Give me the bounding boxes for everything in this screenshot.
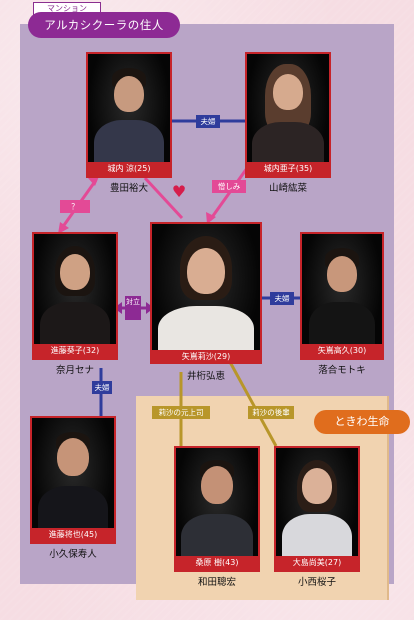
rel-label-husband-wife-1: 夫婦 — [196, 115, 220, 128]
heart-icon: ♥ — [171, 182, 187, 201]
actor-kyoko: 奈月セナ — [55, 365, 94, 376]
photo-risa — [150, 222, 262, 364]
character-kyoko[interactable]: 進藤葵子(32) 奈月セナ — [32, 232, 118, 378]
rel-label-junior: 莉沙の後輩 — [248, 406, 294, 419]
photo-kuwahara — [174, 446, 260, 572]
character-ryota[interactable]: 城内 涼(25) 豊田裕大 — [86, 52, 172, 196]
actor-ryota: 豊田裕大 — [109, 183, 148, 194]
arrowhead-akiko-risa — [206, 212, 216, 224]
photo-ryota — [86, 52, 172, 178]
role-oshima: 大島尚美(27) — [274, 556, 360, 570]
role-takahisa: 矢嶌高久(30) — [300, 344, 384, 358]
actor-kuwahara: 和田聰宏 — [197, 577, 236, 588]
character-risa[interactable]: 矢嶌莉沙(29) 井桁弘恵 — [150, 222, 262, 382]
role-kuwahara: 桑原 樹(43) — [174, 556, 260, 570]
rel-label-husband-wife-2: 夫婦 — [270, 292, 294, 305]
character-akiko[interactable]: 城内亜子(35) 山崎紘菜 — [245, 52, 331, 196]
role-shindo: 進藤将也(45) — [30, 528, 116, 542]
photo-akiko — [245, 52, 331, 178]
character-takahisa[interactable]: 矢嶌高久(30) 落合モトキ — [300, 232, 384, 378]
character-shindo[interactable]: 進藤将也(45) 小久保寿人 — [30, 416, 116, 562]
photo-takahisa — [300, 232, 384, 360]
line-risa-oshima — [228, 361, 278, 447]
arrowhead-kyoko-left — [114, 302, 122, 314]
rel-label-question: ？ — [60, 200, 90, 213]
photo-shindo — [30, 416, 116, 544]
rel-label-former-boss: 莉沙の元上司 — [152, 406, 210, 419]
role-akiko: 城内亜子(35) — [245, 162, 331, 176]
rel-label-hatred: 憎しみ — [212, 180, 246, 193]
actor-shindo: 小久保寿人 — [49, 549, 97, 560]
rel-label-conflict: 対立 — [125, 296, 141, 320]
role-ryota: 城内 涼(25) — [86, 162, 172, 176]
character-oshima[interactable]: 大島尚美(27) 小西桜子 — [274, 446, 360, 590]
actor-oshima: 小西桜子 — [297, 577, 336, 588]
arrowhead-kyoko — [58, 222, 69, 234]
role-kyoko: 進藤葵子(32) — [32, 344, 118, 358]
tokiwa-title: ときわ生命 — [314, 410, 410, 434]
character-kuwahara[interactable]: 桑原 樹(43) 和田聰宏 — [174, 446, 260, 590]
role-risa: 矢嶌莉沙(29) — [150, 350, 262, 364]
rel-label-husband-wife-3: 夫婦 — [92, 381, 112, 394]
photo-oshima — [274, 446, 360, 572]
photo-kyoko — [32, 232, 118, 360]
actor-risa: 井桁弘恵 — [186, 371, 225, 382]
actor-takahisa: 落合モトキ — [318, 365, 366, 376]
line-ryota-risa — [143, 176, 184, 220]
actor-akiko: 山崎紘菜 — [268, 183, 307, 194]
mansion-title: アルカシクーラの住人 — [28, 12, 180, 38]
